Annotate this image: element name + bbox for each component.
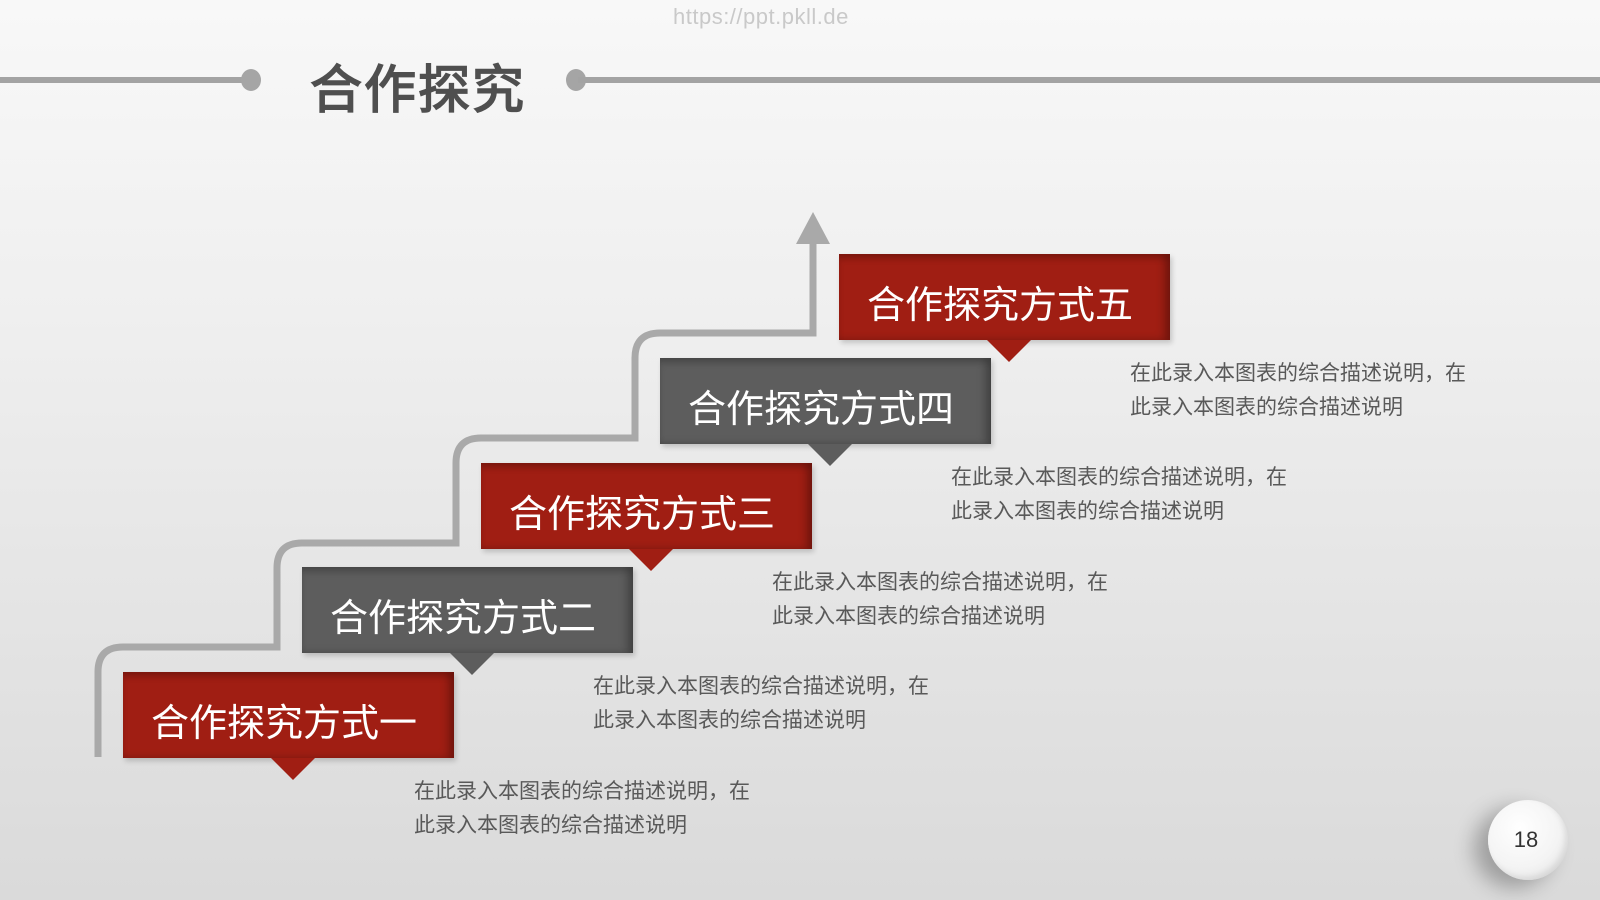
desc-line: 此录入本图表的综合描述说明 [951,499,1224,523]
title-dot-right [566,69,586,91]
pointer-down-icon [987,340,1031,362]
page-title: 合作探究 [310,61,527,121]
step-desc-5: 在此录入本图表的综合描述说明，在 此录入本图表的综合描述说明 [1130,356,1510,424]
step-box-2: 合作探究方式二 [302,567,633,675]
step-label-1: 合作探究方式一 [151,701,418,745]
step-desc-4: 在此录入本图表的综合描述说明，在 此录入本图表的综合描述说明 [951,460,1331,528]
desc-line: 此录入本图表的综合描述说明 [772,604,1045,628]
step-box-1: 合作探究方式一 [123,672,454,780]
pointer-down-icon [450,653,494,675]
title-dot-left [241,69,261,91]
step-box-5: 合作探究方式五 [839,254,1170,362]
desc-line: 此录入本图表的综合描述说明 [414,813,687,837]
pointer-down-icon [271,758,315,780]
page-number-badge: 18 [1488,800,1568,880]
step-desc-3: 在此录入本图表的综合描述说明，在 此录入本图表的综合描述说明 [772,565,1152,633]
pointer-down-icon [629,549,673,571]
watermark-url: https://ppt.pkll.de [673,4,849,29]
title-divider-left [0,77,250,83]
step-desc-2: 在此录入本图表的综合描述说明，在 此录入本图表的综合描述说明 [593,669,973,737]
step-label-4: 合作探究方式四 [688,387,955,431]
step-box-4: 合作探究方式四 [660,358,991,466]
step-label-2: 合作探究方式二 [330,596,597,640]
desc-line: 在此录入本图表的综合描述说明，在 [772,570,1108,594]
step-label-3: 合作探究方式三 [509,492,776,536]
page-number: 18 [1513,827,1539,852]
desc-line: 在此录入本图表的综合描述说明，在 [1130,361,1466,385]
desc-line: 在此录入本图表的综合描述说明，在 [951,465,1287,489]
step-label-5: 合作探究方式五 [867,283,1134,327]
desc-line: 此录入本图表的综合描述说明 [1130,395,1403,419]
step-desc-1: 在此录入本图表的综合描述说明，在 此录入本图表的综合描述说明 [414,774,794,842]
desc-line: 在此录入本图表的综合描述说明，在 [593,674,929,698]
title-divider-right [578,77,1600,83]
pointer-down-icon [808,444,852,466]
step-box-3: 合作探究方式三 [481,463,812,571]
desc-line: 此录入本图表的综合描述说明 [593,708,866,732]
desc-line: 在此录入本图表的综合描述说明，在 [414,779,750,803]
